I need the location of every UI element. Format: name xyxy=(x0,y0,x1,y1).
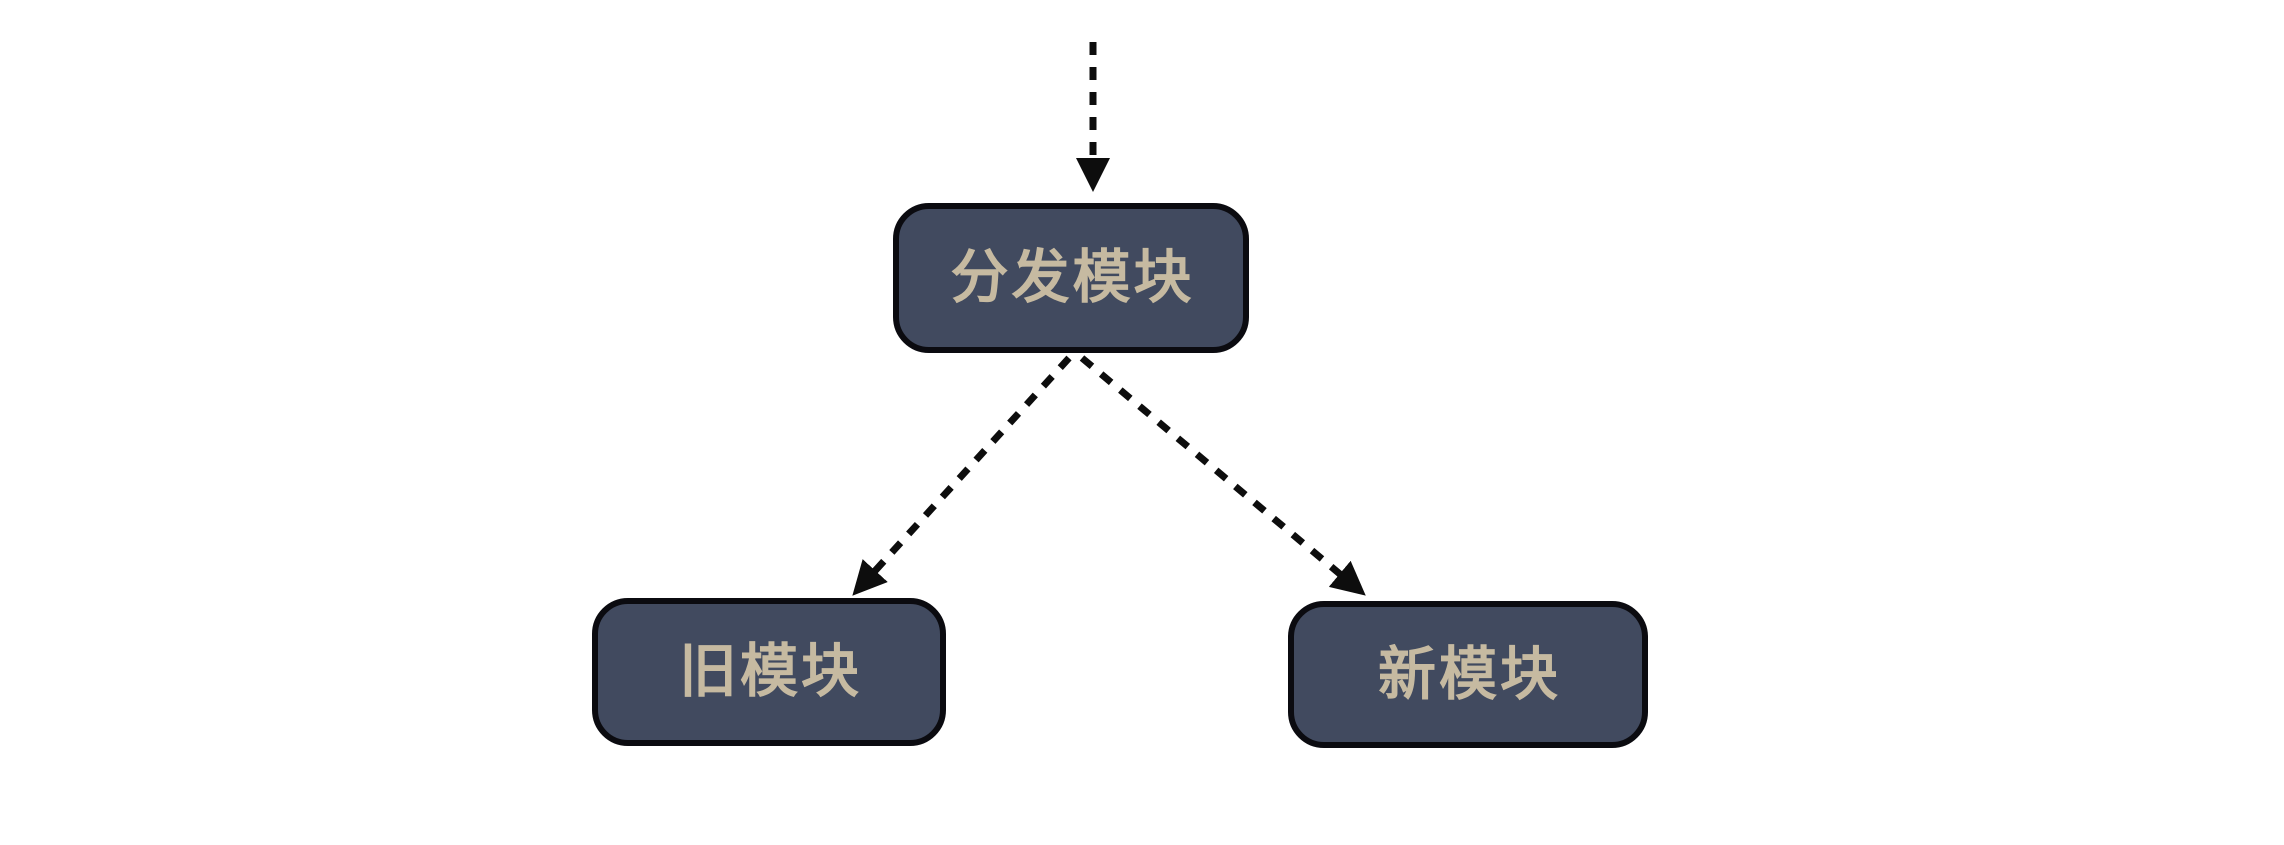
node-new-module-label: 新模块 xyxy=(1377,641,1561,707)
node-old-module: 旧模块 xyxy=(592,598,946,746)
node-new-module: 新模块 xyxy=(1288,601,1648,748)
node-dispatch-module-label: 分发模块 xyxy=(950,245,1195,310)
node-old-module-label: 旧模块 xyxy=(678,639,862,704)
edge-dispatch-to-new-module xyxy=(1079,355,1368,598)
node-dispatch-module: 分发模块 xyxy=(893,203,1249,353)
edge-dispatch-to-old-module xyxy=(850,355,1072,598)
